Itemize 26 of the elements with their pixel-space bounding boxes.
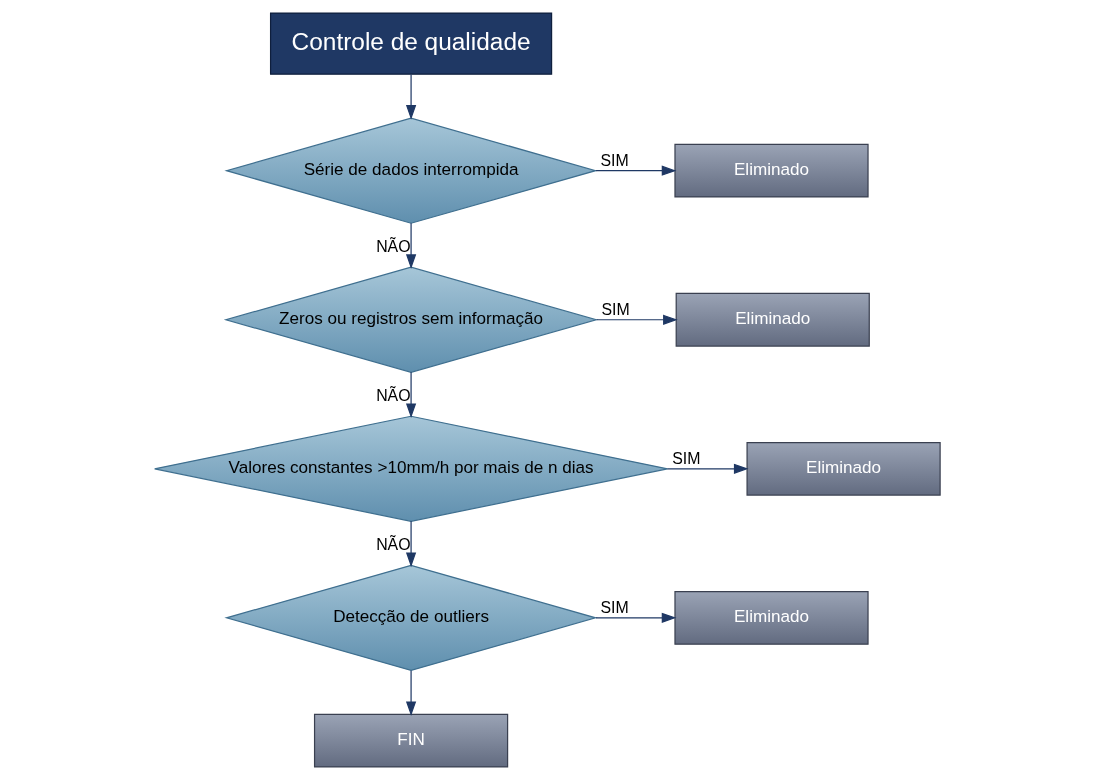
node-diamond: Valores constantes >10mm/h por mais de n dias <box>153 415 668 522</box>
edge-label: SIM <box>671 450 700 468</box>
edge-label: SIM <box>599 599 629 617</box>
arrow <box>594 612 676 623</box>
arrow <box>405 371 416 419</box>
edge-label: SIM <box>599 152 629 170</box>
arrow <box>594 165 676 176</box>
node-box: FIN <box>313 713 508 768</box>
arrow <box>405 520 416 568</box>
edge-label: NÃO <box>375 535 411 553</box>
node-box: Eliminado <box>673 143 869 198</box>
arrow <box>405 73 416 120</box>
edge-label: NÃO <box>375 386 411 404</box>
node-box: Eliminado <box>673 591 869 645</box>
arrow <box>666 463 749 474</box>
arrow <box>405 670 416 717</box>
node-diamond: Zeros ou registros sem informação <box>223 266 598 373</box>
node-box: Eliminado <box>745 441 941 496</box>
node-box: Controle de qualidade <box>269 12 552 75</box>
edge-label: SIM <box>600 301 630 319</box>
arrow <box>405 222 416 269</box>
node-diamond: Detecção de outliers <box>223 564 598 672</box>
node-box: Eliminado <box>675 292 870 347</box>
edge-label: NÃO <box>375 237 411 255</box>
arrow <box>595 314 678 325</box>
node-diamond: Série de dados interrompida <box>223 117 598 224</box>
